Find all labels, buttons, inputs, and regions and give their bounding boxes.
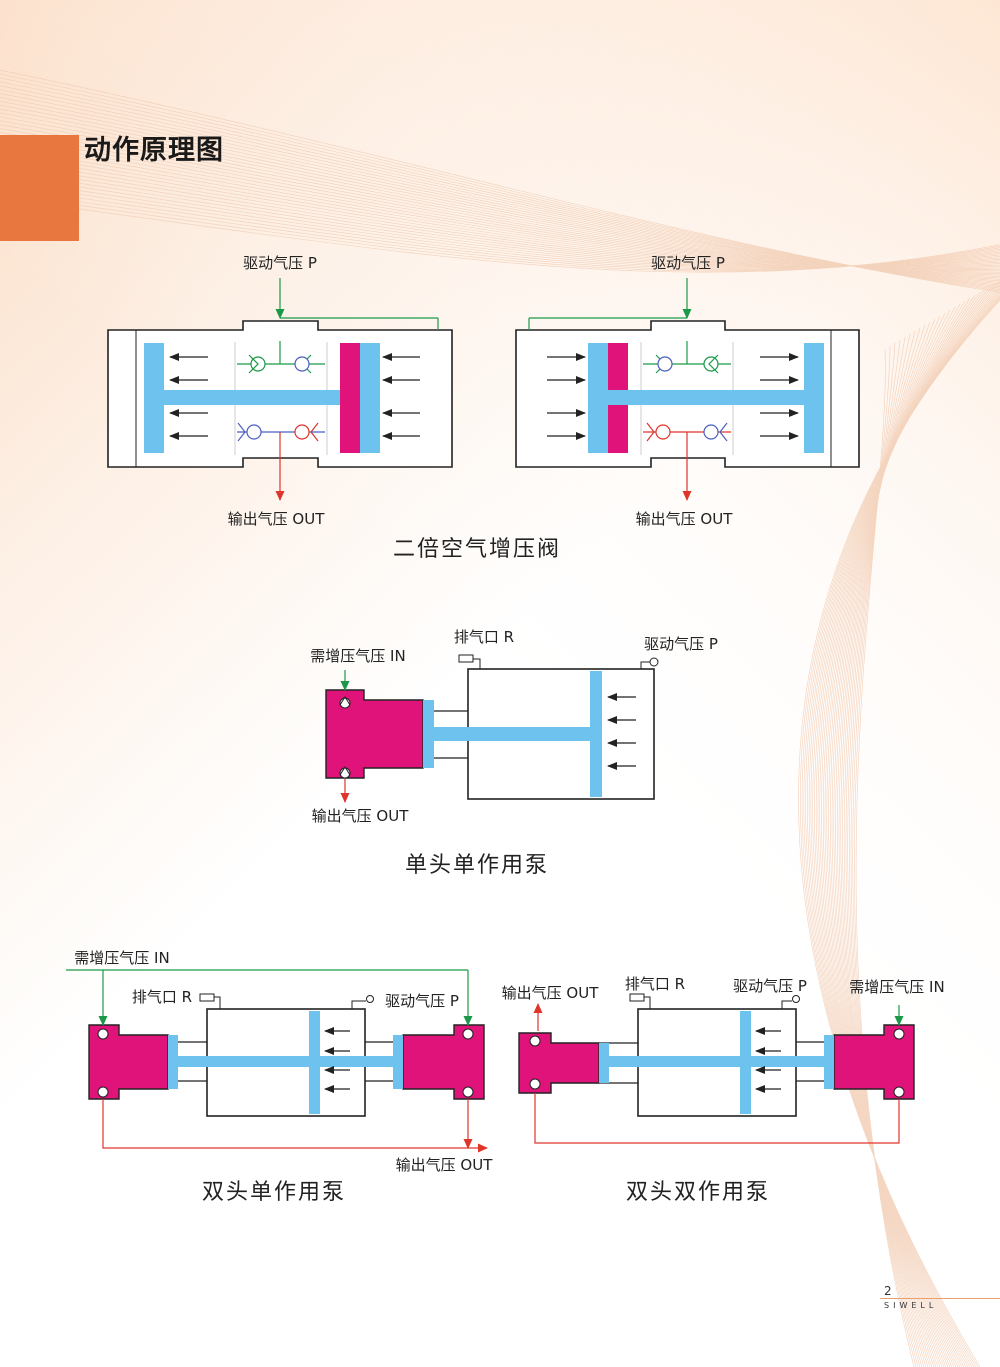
page-title: 动作原理图 bbox=[84, 135, 224, 166]
booster-caption: 二倍空气增压阀 bbox=[393, 537, 561, 562]
footer-divider bbox=[880, 1298, 1000, 1299]
input-pressure-label: 需增压气压 IN bbox=[310, 647, 405, 665]
exhaust-port-label: 排气口 R bbox=[625, 975, 685, 993]
booster-valve-right: 驱动气压 P 输出气压 OUT bbox=[515, 254, 860, 528]
booster-valve-left: 驱动气压 P 输出气压 OUT bbox=[107, 254, 453, 528]
single-pump-caption: 单头单作用泵 bbox=[405, 853, 549, 878]
output-pressure-label: 输出气压 OUT bbox=[636, 510, 734, 528]
drive-pressure-label: 驱动气压 P bbox=[243, 254, 317, 272]
title-accent-bar bbox=[0, 135, 79, 241]
page-number: 2 bbox=[884, 1284, 892, 1298]
exhaust-port-label: 排气口 R bbox=[454, 628, 514, 646]
drive-pressure-label: 驱动气压 P bbox=[651, 254, 725, 272]
exhaust-port-label: 排气口 R bbox=[132, 988, 192, 1006]
single-head-pump: 排气口 R 驱动气压 P 需增压气压 IN 输出气压 OUT bbox=[310, 628, 718, 825]
drive-pressure-label: 驱动气压 P bbox=[385, 992, 459, 1010]
output-pressure-label: 输出气压 OUT bbox=[502, 984, 600, 1002]
double-head-double-acting-pump: 输出气压 OUT 排气口 R 驱动气压 P 需增压气压 IN bbox=[502, 975, 945, 1144]
drive-pressure-label: 驱动气压 P bbox=[733, 977, 807, 995]
drive-pressure-label: 驱动气压 P bbox=[644, 635, 718, 653]
double-head-single-acting-pump: 需增压气压 IN 排气口 R 驱动气压 P 输出气压 OUT bbox=[66, 949, 493, 1174]
brand-name: SIWELL bbox=[884, 1301, 938, 1310]
output-pressure-label: 输出气压 OUT bbox=[312, 807, 410, 825]
input-pressure-label: 需增压气压 IN bbox=[74, 949, 169, 967]
double-double-caption: 双头双作用泵 bbox=[626, 1180, 770, 1205]
input-pressure-label: 需增压气压 IN bbox=[849, 978, 944, 996]
output-pressure-label: 输出气压 OUT bbox=[396, 1156, 494, 1174]
output-pressure-label: 输出气压 OUT bbox=[228, 510, 326, 528]
double-single-caption: 双头单作用泵 bbox=[202, 1180, 346, 1205]
